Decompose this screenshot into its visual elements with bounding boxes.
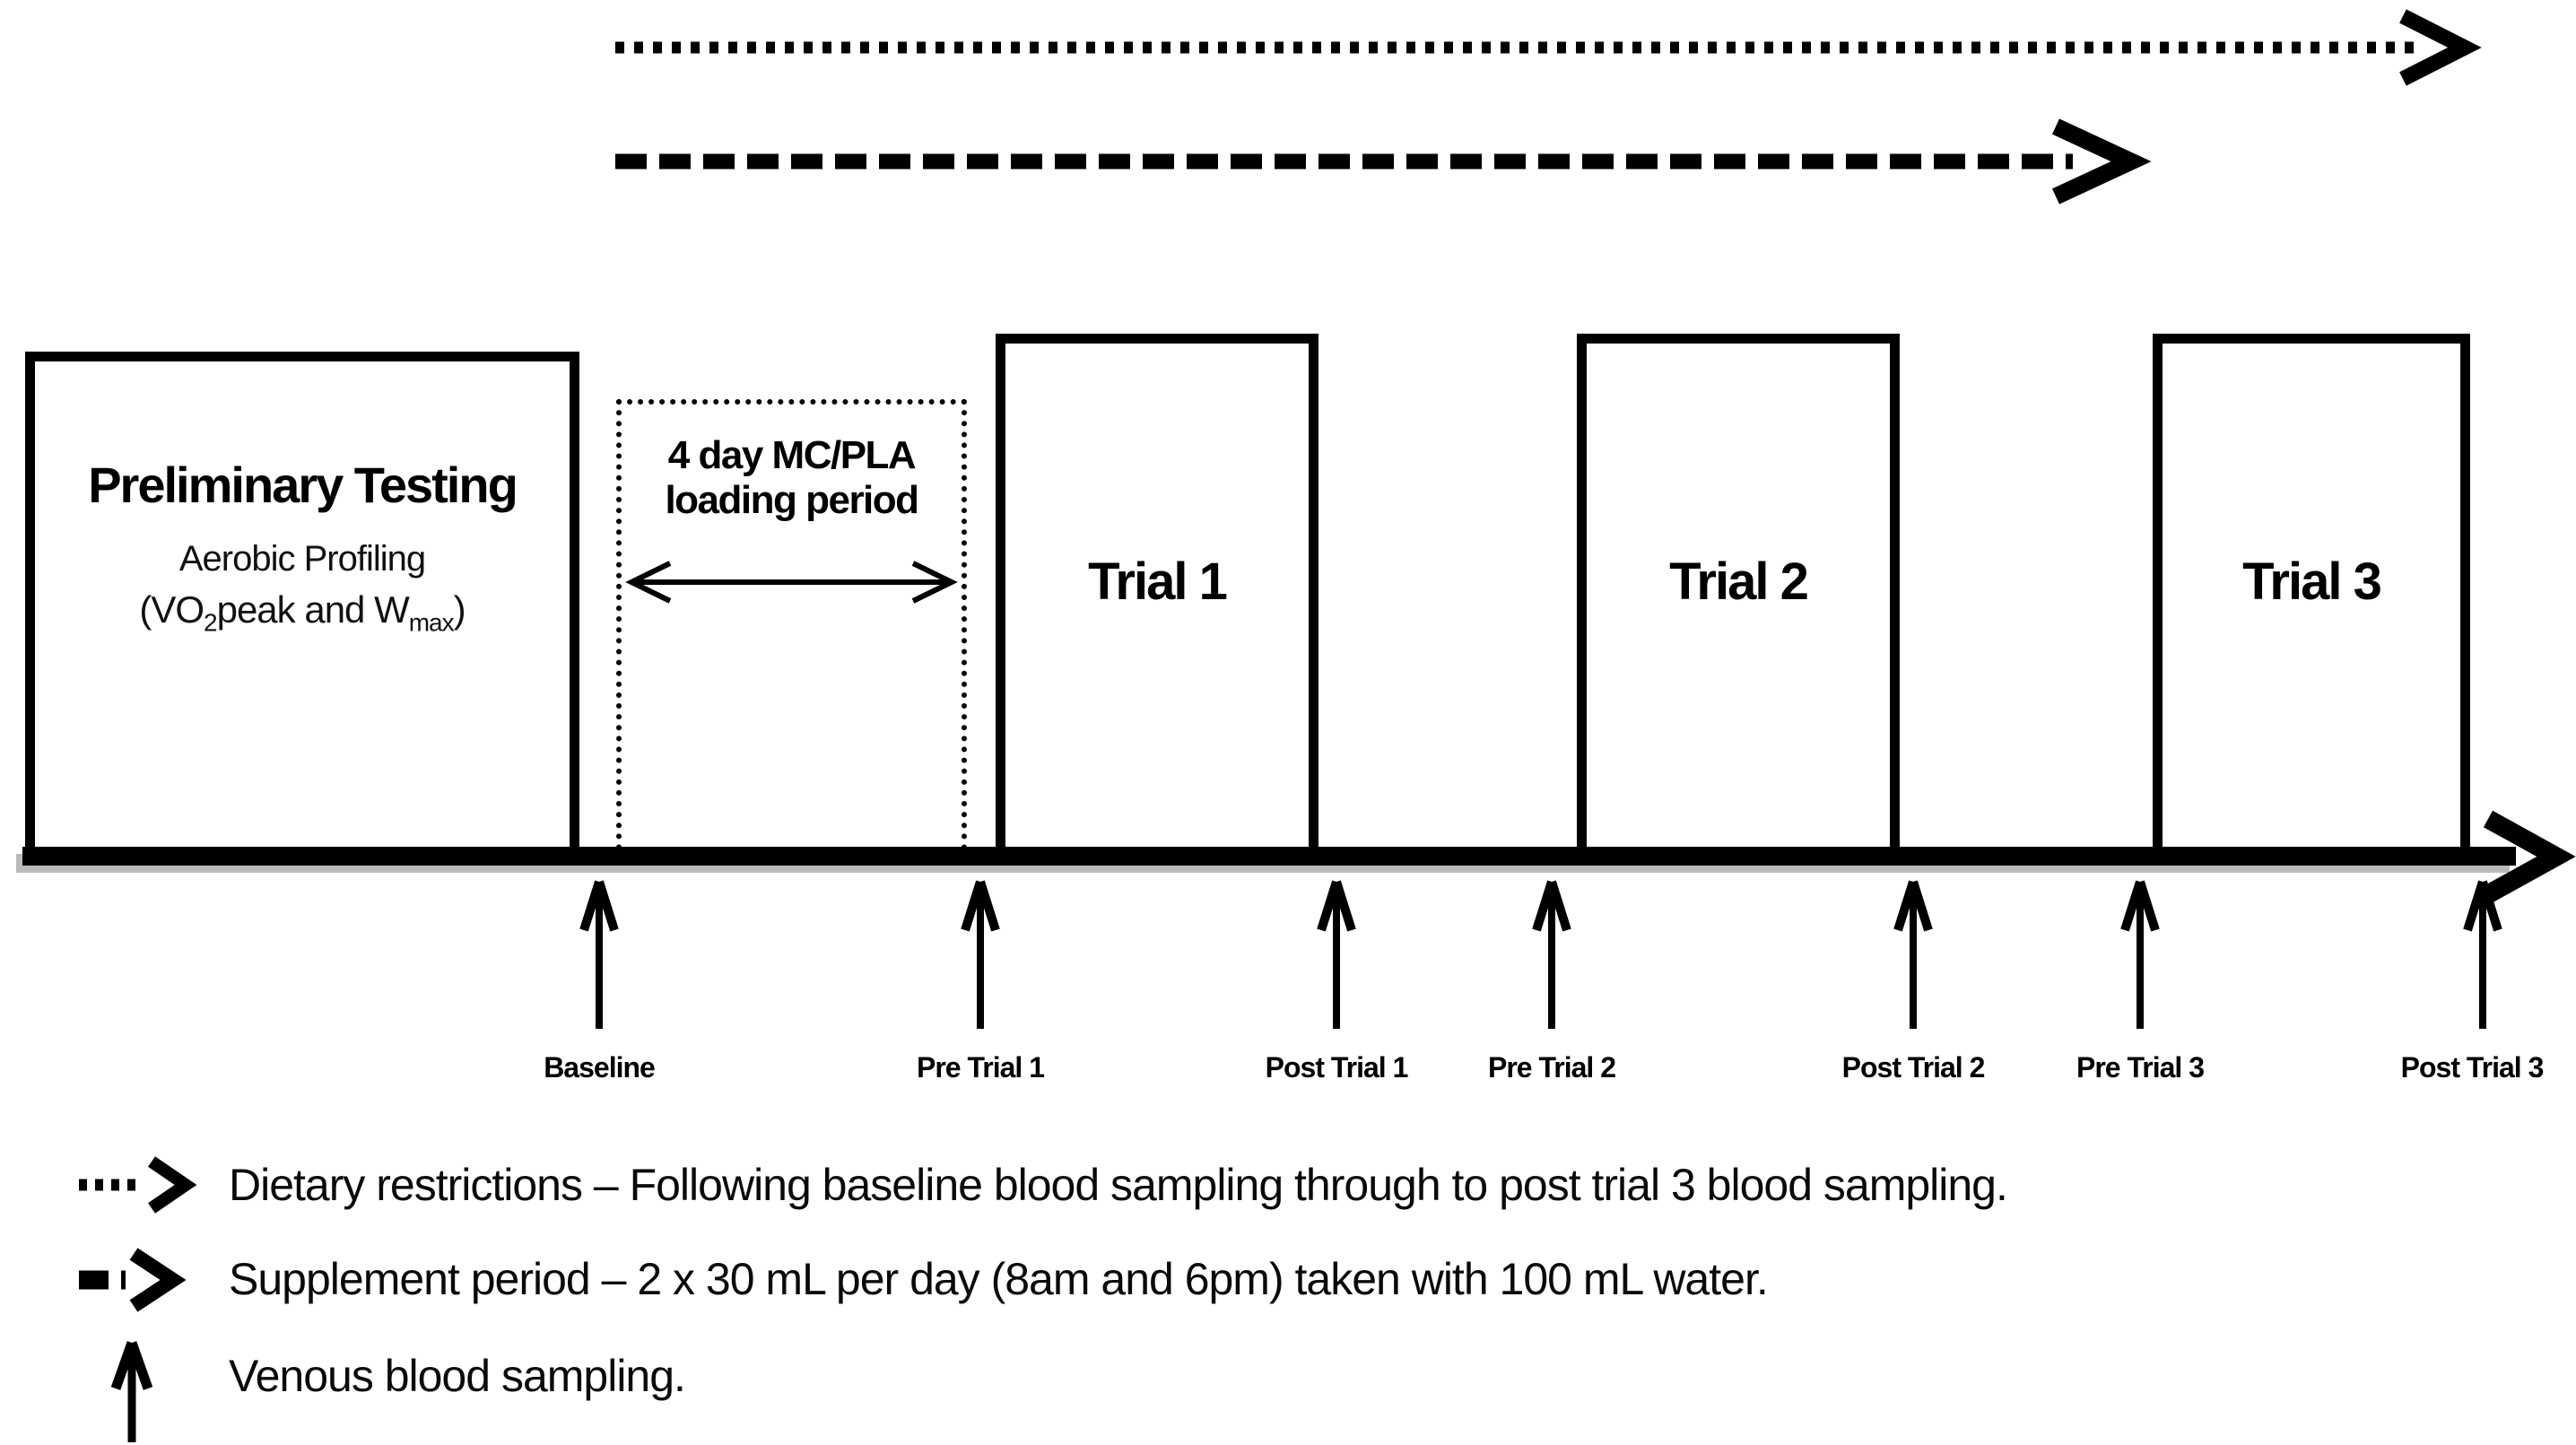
blood-sample-arrow-baseline-icon <box>579 880 619 1029</box>
loading-period-line2: loading period <box>665 478 919 522</box>
blood-sample-arrow-pre-trial-3-icon <box>2120 880 2160 1029</box>
loading-duration-double-arrow-icon <box>625 561 958 604</box>
trial-1-box: Trial 1 <box>996 334 1318 865</box>
arrow-head-icon <box>2051 118 2152 205</box>
trial-label: Trial 2 <box>1669 552 1809 611</box>
blood-sample-arrow-post-trial-1-icon <box>1317 880 1356 1029</box>
loading-period-line1: 4 day MC/PLA <box>667 433 917 477</box>
trial-label: Trial 3 <box>2242 552 2382 611</box>
loading-period-box: 4 day MC/PLA loading period <box>616 399 967 861</box>
blood-sample-arrow-post-trial-2-icon <box>1893 880 1933 1029</box>
timeline-axis <box>22 847 2516 866</box>
tick-label-pre-trial-1: Pre Trial 1 <box>917 1051 1045 1084</box>
metric-text: ) <box>453 588 466 631</box>
preliminary-title: Preliminary Testing <box>88 457 518 513</box>
preliminary-testing-box: Preliminary Testing Aerobic Profiling (V… <box>25 352 579 865</box>
tick-label-post-trial-3: Post Trial 3 <box>2400 1051 2545 1084</box>
preliminary-metrics: (VO2peak and Wmax) <box>139 588 466 637</box>
metric-text: (VO <box>139 588 205 631</box>
tick-label-pre-trial-2: Pre Trial 2 <box>1488 1051 1616 1084</box>
tick-label-post-trial-1: Post Trial 1 <box>1265 1051 1409 1084</box>
up-arrow-icon <box>110 1341 153 1442</box>
supplement-period-arrow <box>615 118 2152 205</box>
metric-subscript: max <box>408 608 455 637</box>
preliminary-subtitle: Aerobic Profiling <box>178 539 426 579</box>
dietary-restrictions-arrow <box>615 9 2482 86</box>
tick-label-baseline: Baseline <box>544 1051 656 1084</box>
tick-label-pre-trial-3: Pre Trial 3 <box>2076 1051 2205 1084</box>
dotted-arrow-icon <box>79 1156 197 1214</box>
blood-sample-arrow-post-trial-3-icon <box>2463 880 2502 1029</box>
legend-venous-blood-sampling-text: Venous blood sampling. <box>229 1351 686 1401</box>
trial-2-box: Trial 2 <box>1577 334 1900 865</box>
timeline-arrowhead-icon <box>2483 810 2576 903</box>
blood-sample-arrow-pre-trial-1-icon <box>961 880 1000 1029</box>
legend-supplement-period-text: Supplement period – 2 x 30 mL per day (8… <box>229 1254 1769 1304</box>
dashed-arrow-icon <box>79 1248 187 1312</box>
tick-label-post-trial-2: Post Trial 2 <box>1841 1051 1986 1084</box>
legend-dietary-restrictions-text: Dietary restrictions – Following baselin… <box>229 1160 2008 1210</box>
metric-subscript: 2 <box>204 608 218 637</box>
trial-label: Trial 1 <box>1088 552 1228 611</box>
blood-sample-arrow-pre-trial-2-icon <box>1532 880 1571 1029</box>
arrow-head-icon <box>2399 9 2482 86</box>
metric-text: peak and W <box>216 588 410 631</box>
trial-3-box: Trial 3 <box>2153 334 2470 865</box>
